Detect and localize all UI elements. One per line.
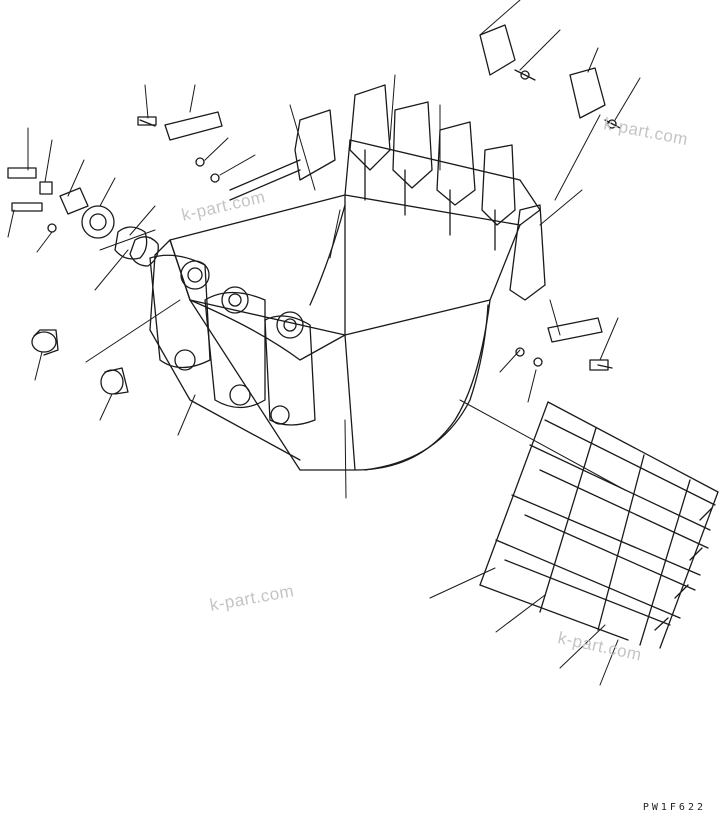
leader-lines <box>7 0 641 686</box>
bushing <box>31 329 59 356</box>
side-cutter-right <box>509 204 546 301</box>
drawing-code: PW1F622 <box>642 802 706 813</box>
shim-plate <box>114 226 159 267</box>
side-cutter-left <box>229 109 336 201</box>
tooth-pin <box>137 69 621 129</box>
spacer-ring <box>81 205 115 239</box>
collar <box>100 367 129 395</box>
wear-plate-grid <box>479 401 719 649</box>
pin-bolt <box>7 167 43 212</box>
nut <box>39 181 89 215</box>
tooth-point <box>479 24 606 119</box>
washer <box>47 157 543 367</box>
bucket-boss <box>149 254 316 426</box>
cover-plate <box>164 111 613 371</box>
tooth-adapter <box>349 84 516 251</box>
